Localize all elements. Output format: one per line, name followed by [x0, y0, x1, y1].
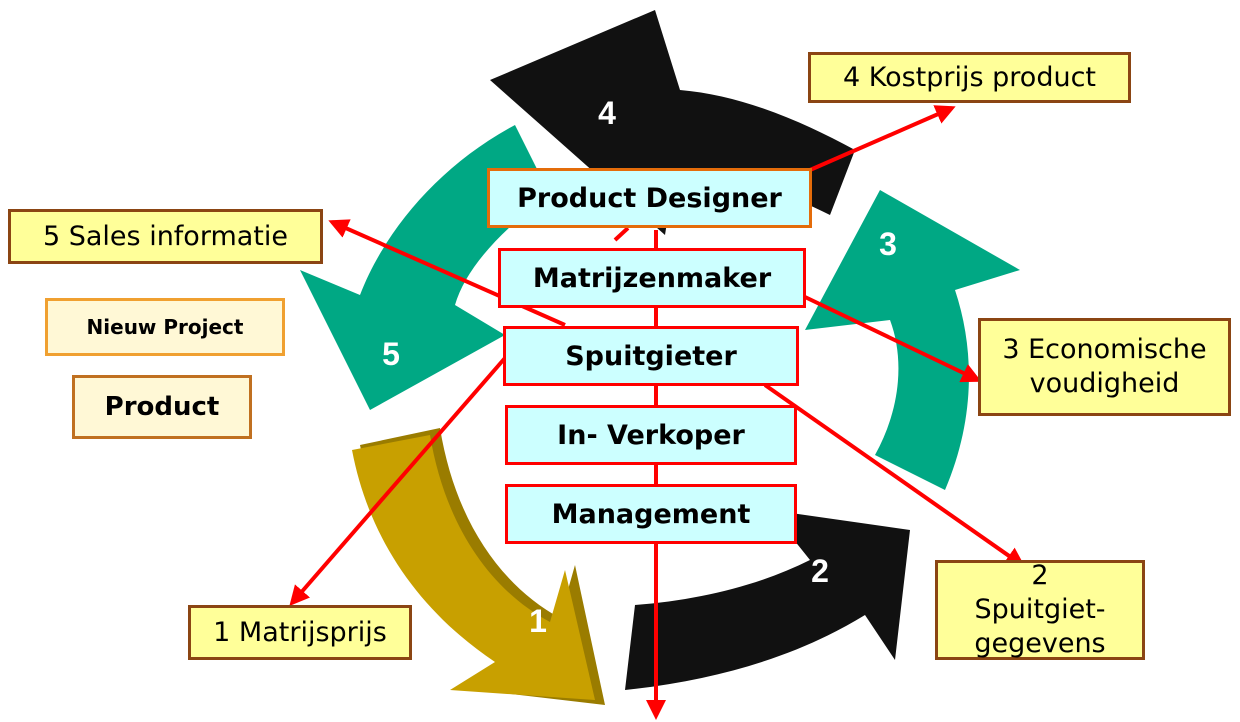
role-management: Management	[505, 484, 797, 544]
role-product-designer: Product Designer	[487, 168, 812, 228]
label-nieuw-project: Nieuw Project	[45, 298, 285, 356]
role-management-label: Management	[551, 498, 751, 530]
role-in-verkoper-label: In- Verkoper	[557, 419, 745, 451]
output-spuitgiet-label: 2 Spuitgiet-gegevens	[974, 560, 1106, 659]
connector-to-kostprijs	[809, 105, 956, 172]
output-economische: 3 Economische voudigheid	[978, 318, 1231, 416]
cycle-number-4: 4	[598, 95, 616, 131]
cycle-arrow-1	[352, 435, 595, 700]
role-spuitgieter-label: Spuitgieter	[565, 340, 737, 372]
output-matrijsprijs-label: 1 Matrijsprijs	[213, 616, 387, 648]
cycle-number-1: 1	[529, 603, 547, 639]
cycle-arrow-3	[805, 190, 1020, 490]
output-sales: 5 Sales informatie	[8, 209, 323, 264]
output-kostprijs-label: 4 Kostprijs product	[842, 61, 1097, 93]
cycle-number-5: 5	[382, 336, 400, 372]
label-nieuw-project-text: Nieuw Project	[86, 315, 244, 339]
connector-to-spuitgiet	[763, 383, 1026, 568]
output-sales-label: 5 Sales informatie	[42, 220, 289, 252]
role-matrijzenmaker: Matrijzenmaker	[498, 248, 806, 308]
output-kostprijs: 4 Kostprijs product	[808, 52, 1131, 103]
connector-designer	[613, 226, 630, 242]
cycle-number-3: 3	[879, 226, 897, 262]
role-matrijzenmaker-label: Matrijzenmaker	[532, 262, 772, 294]
output-spuitgiet: 2 Spuitgiet-gegevens	[935, 560, 1145, 660]
role-in-verkoper: In- Verkoper	[505, 405, 797, 465]
connector-to-matrijsprijs	[289, 356, 507, 607]
connector-to-economische	[804, 295, 982, 383]
cycle-number-2: 2	[811, 553, 829, 589]
label-product: Product	[72, 375, 252, 439]
output-economische-label: 3 Economische voudigheid	[1002, 334, 1207, 399]
role-product-designer-label: Product Designer	[517, 182, 782, 214]
cycle-arrow-2	[625, 510, 910, 690]
output-matrijsprijs: 1 Matrijsprijs	[188, 605, 412, 660]
role-spuitgieter: Spuitgieter	[503, 326, 799, 386]
label-product-text: Product	[104, 392, 220, 422]
